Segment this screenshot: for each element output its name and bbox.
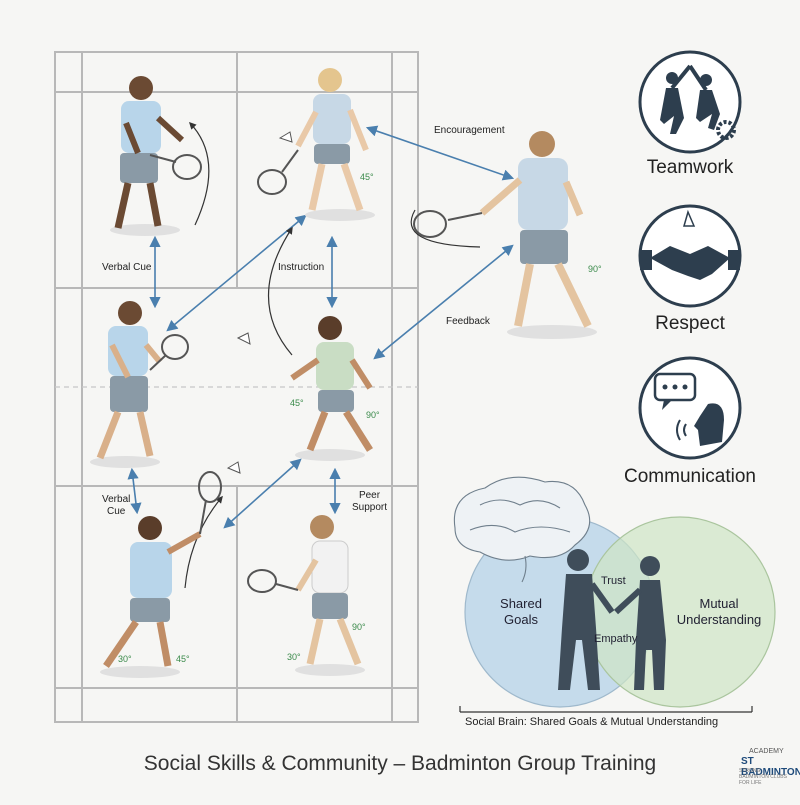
label-instruction: Instruction	[278, 262, 325, 273]
value-label-respect: Respect	[655, 313, 725, 334]
player-girl-mid-right	[290, 316, 373, 461]
angle-label: 45°	[176, 654, 190, 664]
value-label-communication: Communication	[624, 466, 756, 487]
label-verbal-cue-top: Verbal Cue	[102, 262, 152, 273]
angle-label: 30°	[287, 652, 301, 662]
interaction-arrows	[127, 125, 515, 529]
arrow-feedback	[373, 244, 514, 360]
venn-label-empathy: Empathy	[594, 633, 638, 645]
venn-label-mutual-understanding: Mutual Understanding	[676, 596, 762, 627]
value-label-teamwork: Teamwork	[646, 157, 734, 178]
arrow-verbal-cue-bottom	[127, 467, 142, 515]
label-feedback: Feedback	[446, 316, 490, 327]
label-verbal-cue-bottom: Verbal Cue	[102, 494, 131, 517]
shuttlecocks	[226, 131, 293, 474]
social-brain-venn	[453, 476, 776, 713]
child-silhouettes	[558, 549, 666, 690]
angle-label: 45°	[290, 398, 304, 408]
logo-line-tagline: STRONG BADMINTON CLUBS FOR LIFE	[739, 768, 787, 786]
venn-label-trust: Trust	[601, 575, 626, 587]
brain-sketch	[453, 476, 591, 583]
angle-label: 90°	[366, 410, 380, 420]
player-girl-top-right	[257, 68, 375, 221]
arrow-instruction-diagonal	[166, 214, 307, 332]
logo-line-academy: ACADEMY	[749, 748, 784, 755]
arrow-diagonal-bottom	[223, 458, 302, 529]
player-boy-mid-left	[90, 301, 189, 468]
coach-player	[413, 131, 597, 339]
venn-caption: Social Brain: Shared Goals & Mutual Unde…	[465, 716, 719, 728]
communication-icon	[638, 356, 742, 460]
player-boy-bottom-left	[100, 471, 222, 678]
teamwork-icon	[638, 50, 742, 154]
venn-label-shared-goals: Shared Goals	[500, 596, 542, 627]
angle-label: 90°	[352, 622, 366, 632]
logo-line-badminton: ST BADMINTON	[741, 756, 800, 778]
page-title: Social Skills & Community – Badminton Gr…	[143, 752, 657, 775]
academy-logo: ACADEMY ST BADMINTON STRONG BADMINTON CL…	[735, 746, 800, 786]
player-boy-bottom-right	[247, 515, 365, 676]
label-encouragement: Encouragement	[434, 125, 505, 136]
arrow-encouragement	[365, 125, 515, 181]
handshake-icon	[638, 204, 742, 308]
angle-label: 45°	[360, 172, 374, 182]
label-peer-support: Peer Support	[352, 490, 388, 513]
angle-label: 90°	[588, 264, 602, 274]
angle-label: 30°	[118, 654, 132, 664]
player-boy-top-left	[110, 76, 202, 236]
